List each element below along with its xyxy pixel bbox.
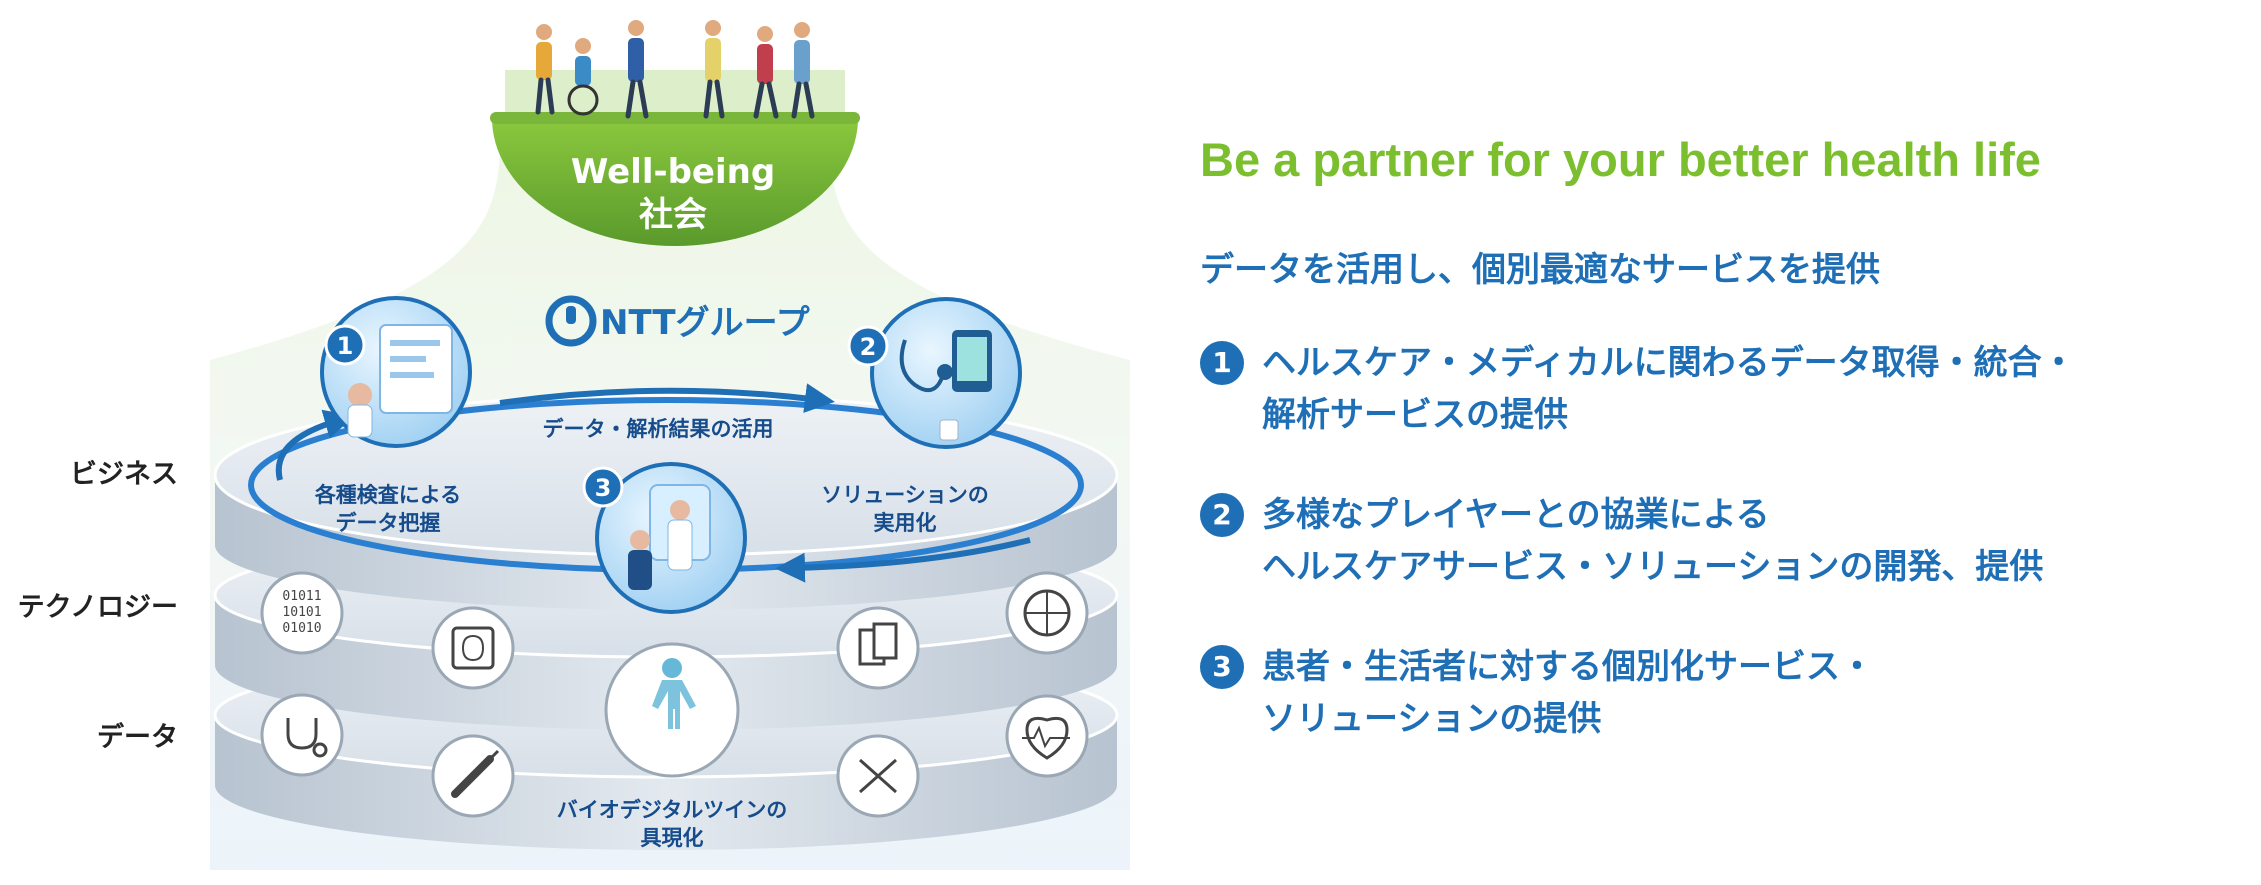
- step1-label-line2: データ把握: [336, 511, 441, 535]
- cycle-arrow-right: [775, 537, 1031, 583]
- technology-layer-label: テクノロジー: [17, 592, 178, 623]
- step1-health-check-illustration: [320, 296, 472, 448]
- wellbeing-subtitle: 社会: [639, 195, 707, 235]
- stethoscope-heart-icon: [260, 693, 344, 777]
- tagline: Be a partner for your better health life: [1200, 133, 2041, 186]
- point-3-line-2: ソリューションの提供: [1262, 699, 1602, 739]
- svg-text:1: 1: [337, 332, 354, 360]
- point-1: 1 ヘルスケア・メディカルに関わるデータ取得・統合・ 解析サービスの提供: [1200, 337, 2076, 441]
- ntt-group-logo: NTTグループ: [545, 295, 810, 347]
- bio-digital-twin-illustration: [604, 642, 740, 778]
- cycle-arrow-top: [499, 383, 835, 414]
- heart-rate-icon: [1005, 694, 1089, 778]
- point-2-line-1: 多様なプレイヤーとの協業による: [1262, 495, 1770, 535]
- people-illustration: [535, 20, 815, 119]
- point-3-badge: 3: [1200, 645, 1244, 689]
- business-layer-label: ビジネス: [70, 459, 178, 490]
- point-1-line-1: ヘルスケア・メディカルに関わるデータ取得・統合・: [1262, 343, 2076, 383]
- lead-statement: データを活用し、個別最適なサービスを提供: [1200, 250, 1880, 290]
- step1-label-line1: 各種検査による: [314, 483, 461, 507]
- document-database-icon: [836, 606, 920, 690]
- cycle-arrow-left: [275, 409, 355, 481]
- syringe-icon: [431, 734, 515, 818]
- step3-doctor-consultation-illustration: [595, 462, 747, 614]
- svg-text:10101: 10101: [282, 605, 321, 620]
- ai-chip-brain-icon: [431, 606, 515, 690]
- point-3-line-1: 患者・生活者に対する個別化サービス・: [1262, 647, 1874, 687]
- point-2: 2 多様なプレイヤーとの協業による ヘルスケアサービス・ソリューションの開発、提…: [1200, 489, 2043, 593]
- point-1-line-2: 解析サービスの提供: [1262, 395, 1568, 435]
- step2-label-line2: 実用化: [874, 511, 937, 535]
- step2-badge: 2: [847, 325, 889, 367]
- binary-data-icon: 01011 10101 01010: [260, 571, 344, 655]
- step2-medical-devices-illustration: [870, 297, 1022, 449]
- svg-text:3: 3: [595, 474, 612, 502]
- point-2-badge: 2: [1200, 493, 1244, 537]
- digital-twin-label-line1: バイオデジタルツインの: [557, 798, 788, 822]
- cycle-arrow-label: データ・解析結果の活用: [543, 417, 774, 441]
- wellbeing-platform-diagram: データ・解析結果の活用 各種検査による データ把握 ソリューションの 実用化 1…: [210, 20, 1130, 870]
- svg-text:NTTグループ: NTTグループ: [600, 303, 810, 343]
- globe-network-icon: [1005, 571, 1089, 655]
- svg-text:2: 2: [860, 333, 877, 361]
- step2-label-line1: ソリューションの: [821, 483, 989, 507]
- step1-badge: 1: [324, 324, 366, 366]
- digital-twin-label-line2: 具現化: [641, 826, 704, 850]
- point-3: 3 患者・生活者に対する個別化サービス・ ソリューションの提供: [1200, 641, 1874, 745]
- wellbeing-title: Well-being: [571, 152, 775, 192]
- point-1-badge: 1: [1200, 341, 1244, 385]
- data-layer-label: データ: [97, 722, 178, 753]
- svg-text:01011: 01011: [282, 589, 321, 604]
- svg-text:01010: 01010: [282, 621, 321, 636]
- point-2-line-2: ヘルスケアサービス・ソリューションの開発、提供: [1262, 547, 2044, 587]
- step3-badge: 3: [582, 466, 624, 508]
- dna-helix-icon: [836, 734, 920, 818]
